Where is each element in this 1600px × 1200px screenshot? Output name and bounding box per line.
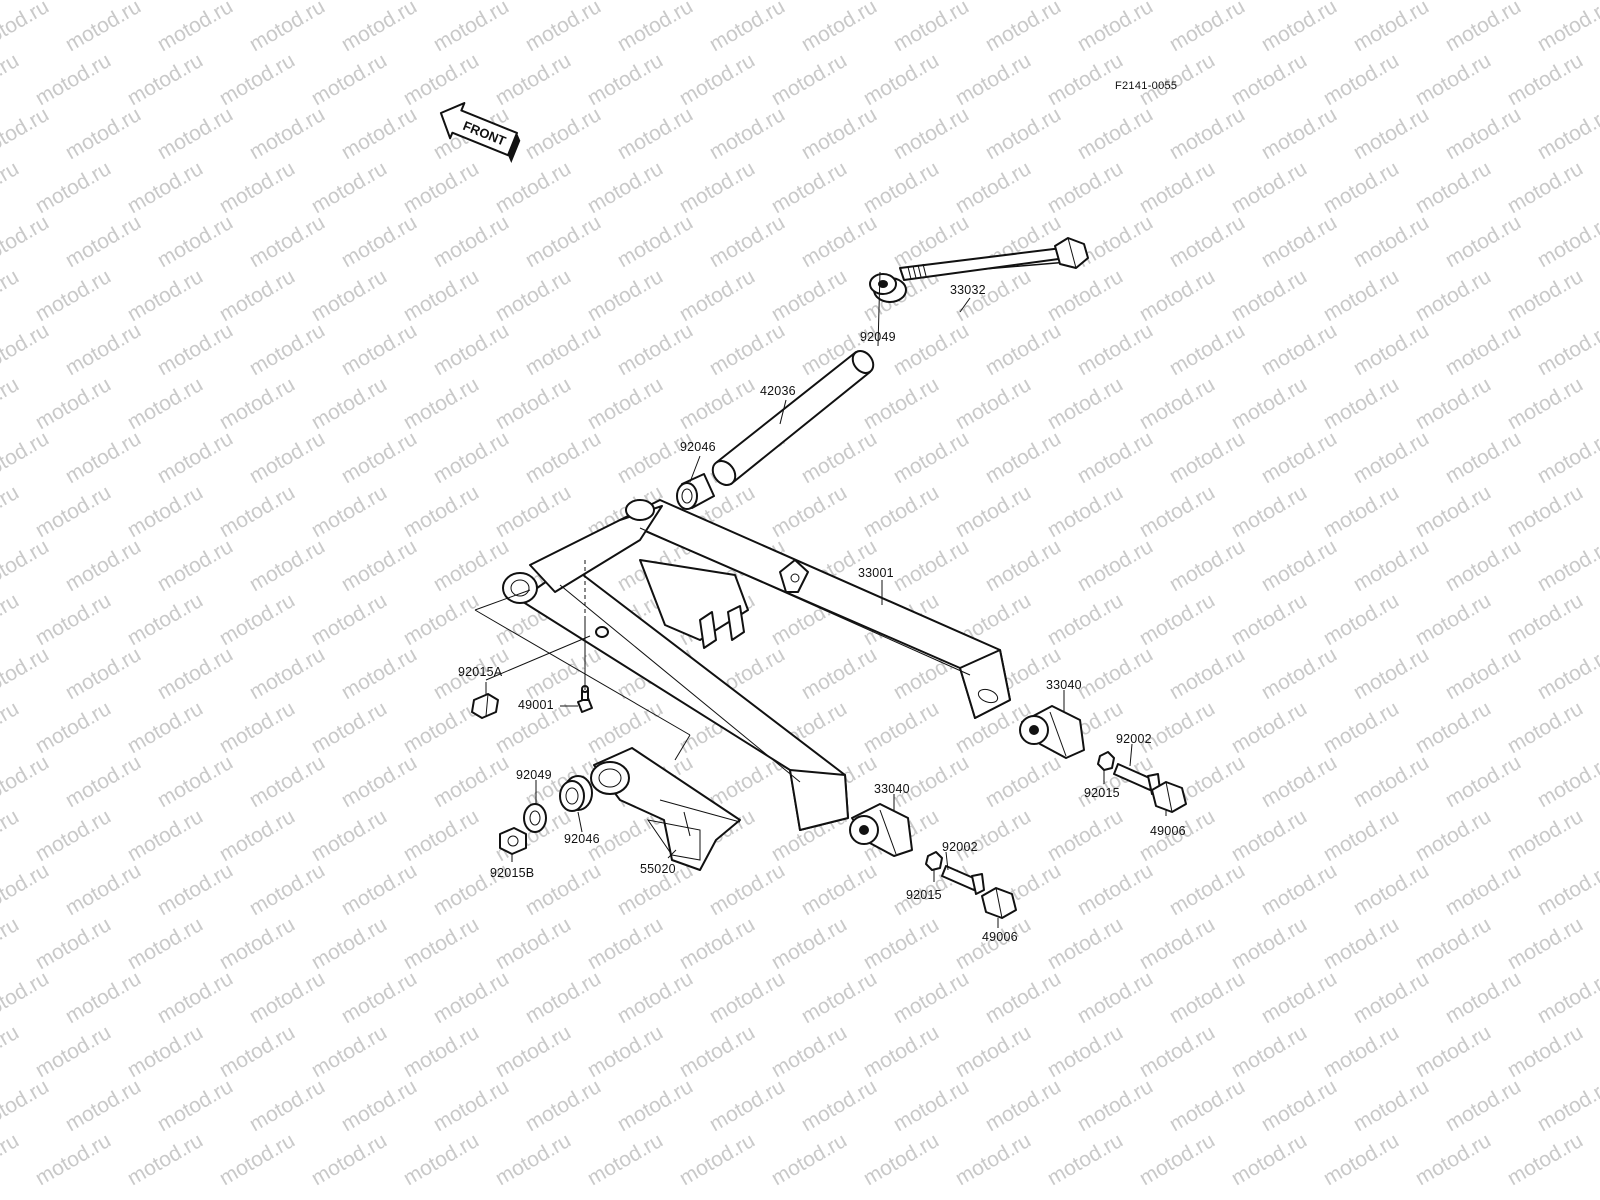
part-label-49001: 49001 bbox=[518, 698, 554, 712]
nut-92015B bbox=[499, 827, 527, 855]
collar-top bbox=[869, 273, 907, 303]
part-label-92015-right: 92015 bbox=[1084, 786, 1120, 800]
bolt-92015A bbox=[471, 693, 499, 719]
part-label-92046: 92046 bbox=[680, 440, 716, 454]
part-label-33001: 33001 bbox=[858, 566, 894, 580]
leader-lines bbox=[485, 271, 1167, 928]
front-arrow-icon: FRONT bbox=[439, 102, 521, 164]
chain-guide bbox=[590, 747, 741, 871]
part-label-49006-left: 49006 bbox=[982, 930, 1018, 944]
axle-nut-left bbox=[981, 887, 1017, 919]
part-label-33032: 33032 bbox=[950, 283, 986, 297]
part-label-92015A: 92015A bbox=[458, 665, 503, 679]
part-label-92002-left: 92002 bbox=[942, 840, 978, 854]
drawing-code: F2141-0055 bbox=[1115, 80, 1178, 92]
pivot-bolt bbox=[899, 237, 1089, 281]
part-label-33040-right: 33040 bbox=[1046, 678, 1082, 692]
axle-nut-right bbox=[1151, 781, 1187, 813]
adjuster-bolt-left bbox=[941, 865, 985, 895]
part-label-92046-lower: 92046 bbox=[564, 832, 600, 846]
part-label-42036: 42036 bbox=[760, 384, 796, 398]
adjuster-nut-right bbox=[1097, 751, 1115, 771]
needle-bearing-top bbox=[676, 473, 715, 510]
part-label-92015B: 92015B bbox=[490, 866, 535, 880]
part-label-92049: 92049 bbox=[860, 330, 896, 344]
part-label-55020: 55020 bbox=[640, 862, 676, 876]
chain-adjuster-right bbox=[1019, 705, 1085, 759]
part-label-92002-right: 92002 bbox=[1116, 732, 1152, 746]
chain-adjuster-left bbox=[849, 803, 913, 857]
swing-arm bbox=[474, 499, 1011, 831]
part-label-92049-lower: 92049 bbox=[516, 768, 552, 782]
adjuster-nut-left bbox=[925, 851, 943, 871]
needle-bearing-lower bbox=[559, 775, 593, 812]
part-label-92015-left: 92015 bbox=[906, 888, 942, 902]
pivot-sleeve bbox=[711, 350, 875, 486]
part-label-49006-right: 49006 bbox=[1150, 824, 1186, 838]
collar-lower bbox=[523, 803, 547, 833]
part-label-33040-left: 33040 bbox=[874, 782, 910, 796]
grease-nipple bbox=[577, 685, 593, 713]
